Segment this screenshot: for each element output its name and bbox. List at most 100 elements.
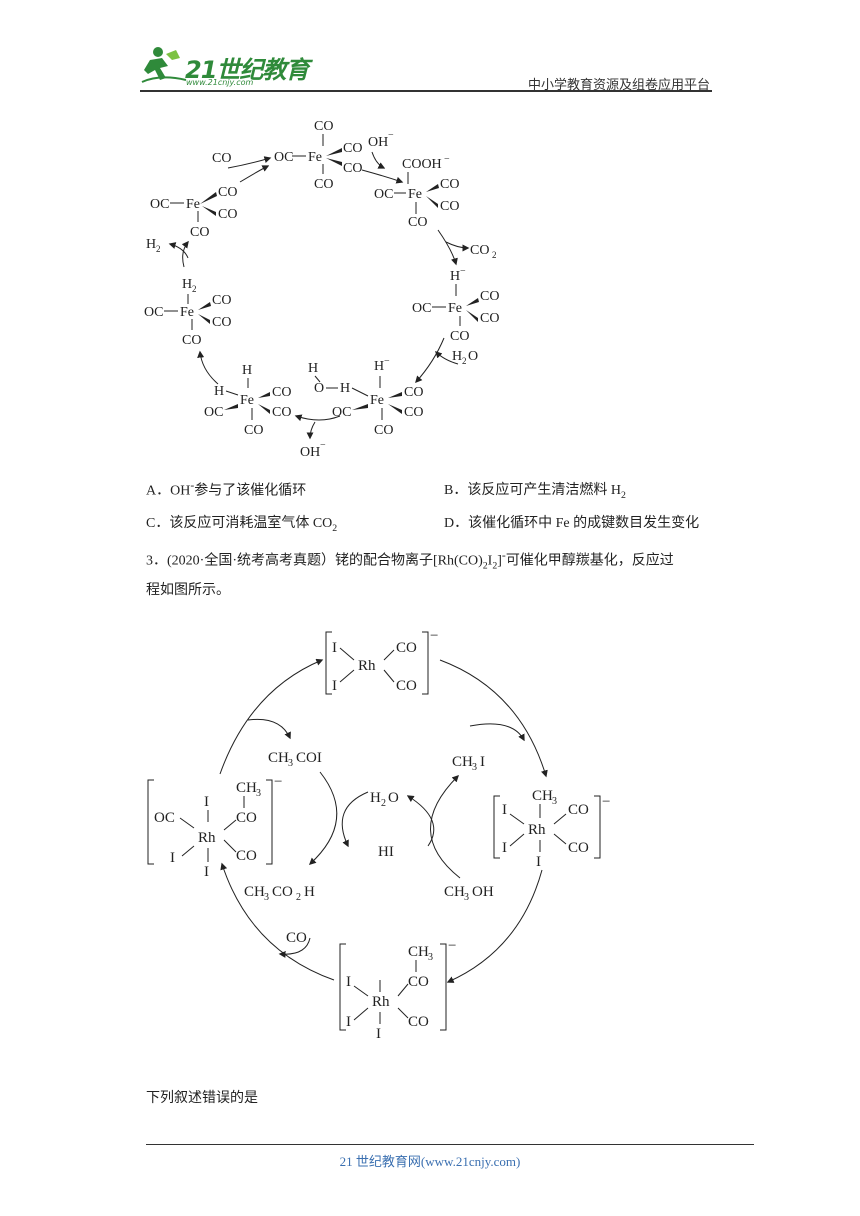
svg-text:H: H — [242, 363, 252, 378]
svg-text:CO: CO — [218, 185, 237, 200]
svg-text:OC: OC — [204, 405, 223, 420]
svg-text:H: H — [452, 349, 462, 364]
svg-text:2: 2 — [296, 892, 301, 903]
svg-text:2: 2 — [381, 798, 386, 809]
header-divider — [140, 90, 712, 92]
fe-dihydride-complex: H H Fe CO OC CO CO — [204, 363, 291, 438]
svg-text:3: 3 — [428, 952, 433, 963]
svg-text:CO: CO — [343, 141, 362, 156]
svg-text:CH: CH — [236, 780, 257, 796]
fe-co5-top: CO OC Fe CO CO CO — [274, 119, 362, 192]
svg-text:CO: CO — [236, 848, 257, 864]
svg-text:CH: CH — [532, 788, 553, 804]
svg-text:3: 3 — [464, 892, 469, 903]
svg-text:I: I — [170, 850, 175, 866]
svg-text:HI: HI — [378, 844, 394, 860]
fe-water-adduct: H O H H − Fe CO OC CO CO — [308, 356, 423, 438]
svg-text:CH: CH — [444, 884, 465, 900]
svg-text:OC: OC — [154, 810, 175, 826]
svg-text:Fe: Fe — [448, 301, 462, 316]
svg-text:2: 2 — [462, 356, 467, 366]
svg-text:CO: CO — [408, 215, 427, 230]
fe-h2-complex: H 2 OC Fe CO CO CO — [144, 277, 231, 348]
rh-complex-top: I I Rh CO CO − — [325, 628, 438, 695]
svg-text:CO: CO — [212, 293, 231, 308]
svg-text:CH: CH — [452, 754, 473, 770]
svg-text:Fe: Fe — [370, 393, 384, 408]
svg-text:CO: CO — [212, 315, 231, 330]
header-platform-text: 中小学教育资源及组卷应用平台 — [527, 77, 710, 92]
svg-text:−: − — [384, 356, 390, 367]
svg-text:CO: CO — [450, 329, 469, 344]
svg-text:OH: OH — [300, 445, 320, 460]
svg-text:OH: OH — [472, 884, 494, 900]
svg-text:I: I — [332, 640, 337, 656]
option-b: B．该反应可产生清洁燃料 H2 — [444, 483, 626, 501]
svg-text:−: − — [448, 938, 456, 954]
svg-text:3: 3 — [552, 796, 557, 807]
svg-text:I: I — [346, 1014, 351, 1030]
svg-text:OC: OC — [144, 305, 163, 320]
svg-text:H: H — [374, 359, 384, 374]
svg-text:Rh: Rh — [528, 822, 546, 838]
svg-text:2: 2 — [492, 250, 497, 260]
svg-text:CO: CO — [440, 177, 459, 192]
svg-text:COOH: COOH — [402, 157, 442, 172]
footer-divider — [146, 1144, 754, 1145]
svg-text:I: I — [502, 840, 507, 856]
svg-text:CO: CO — [408, 1014, 429, 1030]
question-3-stem-line2: 程如图所示。 — [146, 583, 230, 598]
svg-text:CO: CO — [396, 678, 417, 694]
svg-text:CO: CO — [272, 405, 291, 420]
question-3-prompt: 下列叙述错误的是 — [146, 1091, 258, 1106]
svg-text:3: 3 — [264, 892, 269, 903]
svg-text:Fe: Fe — [308, 150, 322, 165]
svg-text:H: H — [340, 381, 350, 396]
svg-text:2: 2 — [156, 244, 161, 254]
svg-text:OC: OC — [412, 301, 431, 316]
option-a: A．OH-参与了该催化循环 — [146, 479, 307, 499]
svg-text:H: H — [370, 790, 381, 806]
fe-co4-left: CO OC Fe CO CO — [150, 185, 237, 240]
svg-text:−: − — [320, 440, 326, 451]
svg-text:CO: CO — [314, 119, 333, 134]
rh-complex-left: CH 3 − CO I OC Rh CO I I — [147, 774, 282, 880]
fe-cooh-complex: COOH − OC Fe CO CO CO — [374, 154, 459, 230]
svg-text:CO: CO — [404, 405, 423, 420]
rh-complex-right: CH 3 − I I Rh CO CO I — [493, 788, 610, 870]
svg-text:I: I — [204, 864, 209, 880]
svg-text:CO: CO — [404, 385, 423, 400]
fe-hydride-complex: H − OC Fe CO CO CO — [412, 266, 499, 344]
svg-text:CO: CO — [236, 810, 257, 826]
svg-text:CO: CO — [272, 884, 293, 900]
svg-text:COI: COI — [296, 750, 322, 766]
svg-text:I: I — [536, 854, 541, 870]
svg-text:OC: OC — [150, 197, 169, 212]
svg-text:OC: OC — [274, 150, 293, 165]
svg-text:Rh: Rh — [358, 658, 376, 674]
svg-text:CO: CO — [480, 311, 499, 326]
svg-text:3: 3 — [288, 758, 293, 769]
svg-text:CO: CO — [470, 243, 489, 258]
svg-text:Fe: Fe — [408, 187, 422, 202]
logo-url: www.21cnjy.com — [186, 78, 254, 87]
svg-text:H: H — [182, 277, 192, 292]
svg-text:CO: CO — [568, 802, 589, 818]
svg-text:CO: CO — [190, 225, 209, 240]
svg-text:CO: CO — [343, 161, 362, 176]
svg-text:−: − — [274, 774, 282, 790]
svg-text:CH: CH — [244, 884, 265, 900]
footer-link[interactable]: 21 世纪教育网(www.21cnjy.com) — [339, 1154, 521, 1169]
svg-text:O: O — [468, 349, 478, 364]
svg-text:Rh: Rh — [198, 830, 216, 846]
svg-text:CO: CO — [314, 177, 333, 192]
svg-text:H: H — [146, 237, 156, 252]
svg-text:CO: CO — [408, 974, 429, 990]
svg-text:−: − — [460, 266, 466, 277]
svg-text:Fe: Fe — [240, 393, 254, 408]
svg-text:3: 3 — [256, 788, 261, 799]
svg-text:I: I — [204, 794, 209, 810]
svg-text:CO: CO — [396, 640, 417, 656]
svg-text:2: 2 — [192, 284, 197, 294]
svg-text:OC: OC — [374, 187, 393, 202]
